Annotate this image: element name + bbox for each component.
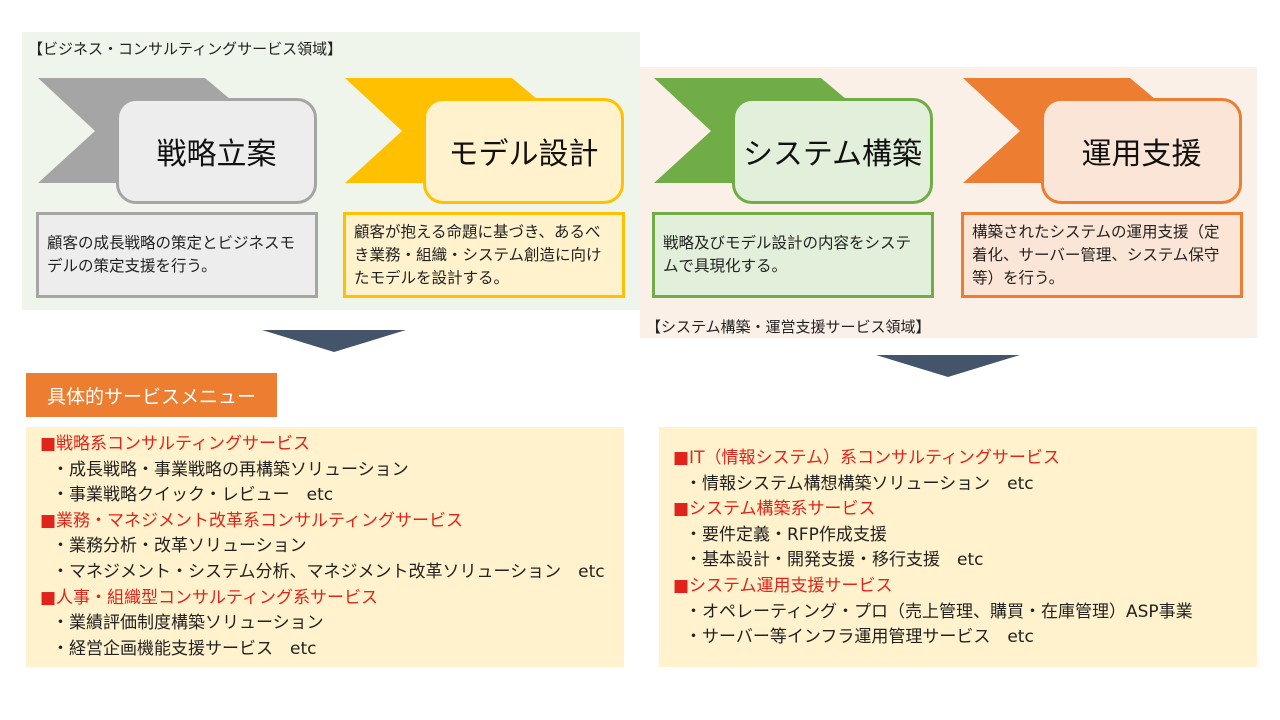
menu-heading: ■システム運用支援サービス: [673, 575, 893, 596]
stage-box: システム構築: [732, 98, 933, 204]
menu-item: ・基本設計・開発支援・移行支援 etc: [685, 550, 984, 571]
stage-title: 運用支援: [1081, 137, 1202, 172]
menu-item: ・オペレーティング・プロ（売上管理、購買・在庫管理）ASP事業: [685, 601, 1193, 622]
menu-heading: ■人事・組織型コンサルティング系サービス: [40, 587, 379, 608]
menu-item: ・経営企画機能支援サービス etc: [52, 638, 317, 659]
business-region-label: 【ビジネス・コンサルティングサービス領域】: [28, 40, 343, 58]
down-arrow-right: [876, 355, 1020, 377]
system-region-label: 【システム構築・運営支援サービス領域】: [646, 318, 931, 336]
stage-description: 顧客が抱える命題に基づき、あるべき業務・組織・システム創造に向けたモデルを設計す…: [343, 212, 625, 298]
menu-item: ・マネジメント・システム分析、マネジメント改革ソリューション etc: [52, 561, 605, 582]
menu-item: ・事業戦略クイック・レビュー etc: [52, 485, 334, 506]
service-menu-label: 具体的サービスメニュー: [26, 373, 277, 417]
menu-heading: ■システム構築系サービス: [673, 499, 876, 520]
stage-box: 戦略立案: [116, 98, 317, 204]
menu-item: ・業務分析・改革ソリューション: [52, 536, 307, 557]
stage-description-text: 戦略及びモデル設計の内容をシステムで具現化する。: [663, 234, 912, 275]
menu-item: ・業績評価制度構築ソリューション: [52, 613, 324, 634]
stage-box: 運用支援: [1041, 98, 1242, 204]
stage-title: システム構築: [742, 137, 923, 172]
down-arrow-left: [262, 330, 406, 352]
menu-item: ・サーバー等インフラ運用管理サービス etc: [685, 627, 1034, 648]
stage-description-text: 顧客が抱える命題に基づき、あるべき業務・組織・システム創造に向けたモデルを設計す…: [354, 222, 602, 287]
stage-description: 戦略及びモデル設計の内容をシステムで具現化する。: [652, 212, 934, 298]
stage-description-text: 構築されたシステムの運用支援（定着化、サーバー管理、システム保守等）を行う。: [972, 222, 1220, 287]
stage-title: 戦略立案: [156, 137, 277, 172]
menu-item: ・情報システム構想構築ソリューション etc: [685, 473, 1034, 494]
service-menu-left: ■戦略系コンサルティングサービス・成長戦略・事業戦略の再構築ソリューション・事業…: [26, 427, 624, 667]
stage-title: モデル設計: [448, 137, 599, 172]
stage-box: モデル設計: [423, 98, 624, 204]
menu-heading: ■業務・マネジメント改革系コンサルティングサービス: [40, 510, 464, 531]
menu-item: ・成長戦略・事業戦略の再構築ソリューション: [52, 459, 409, 480]
stage-description-text: 顧客の成長戦略の策定とビジネスモデルの策定支援を行う。: [47, 234, 296, 275]
stage-description: 構築されたシステムの運用支援（定着化、サーバー管理、システム保守等）を行う。: [961, 212, 1243, 298]
menu-heading: ■IT（情報システム）系コンサルティングサービス: [673, 448, 1060, 468]
menu-heading: ■戦略系コンサルティングサービス: [40, 434, 311, 454]
stage-description: 顧客の成長戦略の策定とビジネスモデルの策定支援を行う。: [36, 212, 318, 298]
service-menu-right: ■IT（情報システム）系コンサルティングサービス・情報システム構想構築ソリューシ…: [659, 427, 1257, 667]
menu-item: ・要件定義・RFP作成支援: [685, 524, 887, 545]
